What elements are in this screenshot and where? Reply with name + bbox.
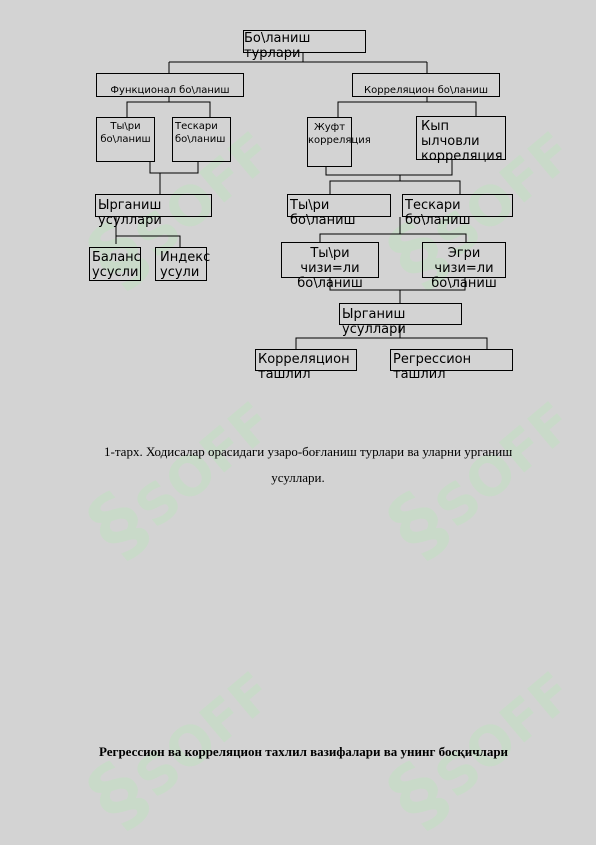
corr-inverse-box: Тескари бо\ланиш — [402, 194, 513, 228]
functional-box: Функционал бо\ланиш — [96, 73, 244, 97]
figure-caption: 1-тарх. Ходисалар орасидаги узаро-боғлан… — [0, 444, 596, 486]
caption-line-1: 1-тарх. Ходисалар орасидаги узаро-боғлан… — [104, 444, 513, 459]
func-methods-box: Ырганиш усуллари — [95, 194, 212, 228]
multi-corr-box: Кып ылчовли корреляция — [416, 116, 506, 164]
corr-methods-box: Ырганиш усуллари — [339, 303, 462, 337]
section-heading: Регрессион ва корреляцион тахлил вазифал… — [99, 744, 509, 759]
root-box: Бо\ланиш турлари — [243, 30, 366, 61]
balance-method-box: Баланс усусли — [89, 247, 141, 281]
pair-corr-box: Жуфт корреляция — [307, 117, 371, 167]
func-inverse-box: Тескари бо\ланиш — [172, 117, 231, 162]
corr-direct-box: Ты\ри бо\ланиш — [287, 194, 391, 228]
func-direct-box: Ты\ри бо\ланиш — [96, 117, 155, 162]
correlation-box: Корреляцион бо\ланиш — [352, 73, 500, 97]
corr-analysis-box: Корреляцион ташлил — [255, 349, 357, 382]
curved-box: Эгри чизи=ли бо\ланиш — [422, 242, 506, 291]
regr-analysis-box: Регрессион ташлил — [390, 349, 513, 382]
linear-box: Ты\ри чизи=ли бо\ланиш — [281, 242, 379, 291]
caption-line-2: усуллари. — [271, 470, 325, 485]
index-method-box: Индекс усули — [155, 247, 210, 281]
